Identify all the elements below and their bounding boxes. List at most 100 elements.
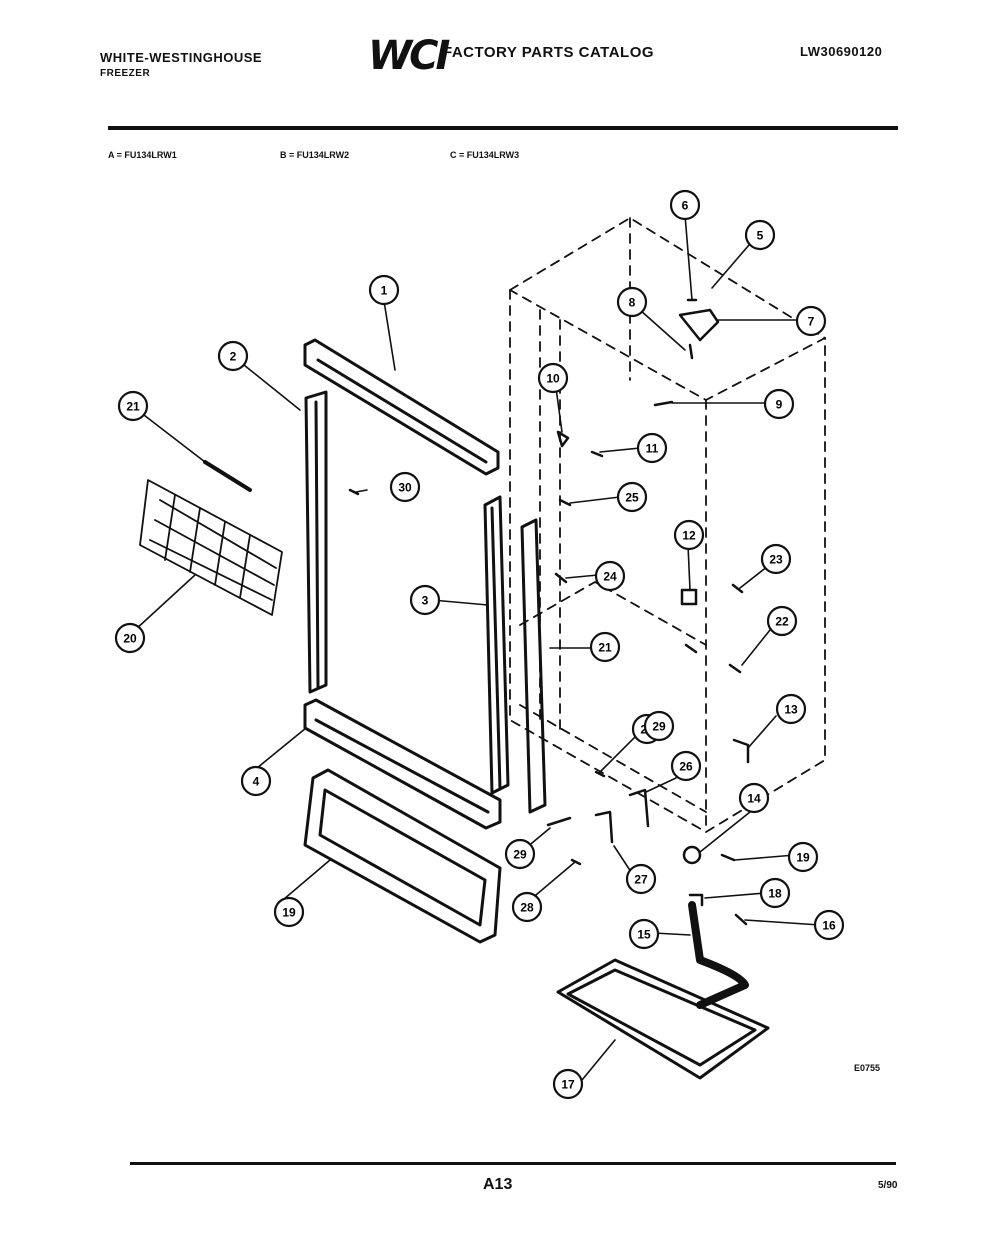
callout-label: 25 bbox=[625, 491, 639, 505]
callout-10: 10 bbox=[537, 362, 569, 394]
page-date: 5/90 bbox=[878, 1180, 898, 1191]
callout-label: 21 bbox=[126, 400, 140, 414]
callout-1: 1 bbox=[368, 274, 400, 306]
callout-22: 22 bbox=[766, 605, 798, 637]
callout-circle bbox=[763, 388, 795, 420]
callout-circle bbox=[511, 891, 543, 923]
callout-label: 12 bbox=[682, 529, 696, 543]
callout-label: 15 bbox=[637, 928, 651, 942]
leader-lines bbox=[134, 214, 821, 1081]
kick-plate bbox=[303, 768, 502, 944]
header-rule bbox=[108, 126, 898, 130]
callout-29: 29 bbox=[643, 710, 675, 742]
door-left-frame bbox=[304, 390, 328, 694]
callout-label: 29 bbox=[513, 848, 527, 862]
breaker-strip bbox=[520, 518, 547, 814]
callout-label: 18 bbox=[768, 887, 782, 901]
callout-circle bbox=[636, 432, 668, 464]
callout-label: 28 bbox=[520, 901, 534, 915]
door-top-frame bbox=[303, 338, 500, 476]
drain-pan bbox=[556, 958, 770, 1080]
callout-circle bbox=[368, 274, 400, 306]
callout-30: 30 bbox=[389, 471, 421, 503]
callout-23: 23 bbox=[760, 543, 792, 575]
model-b: B = FU134LRW2 bbox=[280, 150, 350, 160]
callout-11: 11 bbox=[636, 432, 668, 464]
callout-4: 4 bbox=[240, 765, 272, 797]
callout-15: 15 bbox=[628, 918, 660, 950]
callout-13: 13 bbox=[775, 693, 807, 725]
callout-label: 9 bbox=[776, 398, 783, 412]
callout-8: 8 bbox=[616, 286, 648, 318]
small-rod bbox=[203, 460, 252, 492]
callout-label: 19 bbox=[796, 851, 810, 865]
product-name: FREEZER bbox=[100, 68, 151, 79]
document-number: LW30690120 bbox=[800, 44, 883, 59]
callout-24: 24 bbox=[594, 560, 626, 592]
callout-label: 19 bbox=[282, 906, 296, 920]
callout-circle bbox=[795, 305, 827, 337]
callout-6: 6 bbox=[669, 189, 701, 221]
callout-circle bbox=[643, 710, 675, 742]
callout-circle bbox=[616, 481, 648, 513]
callout-label: 6 bbox=[682, 199, 689, 213]
wci-logo: WCI bbox=[368, 33, 450, 79]
callout-label: 10 bbox=[546, 372, 560, 386]
callout-label: 8 bbox=[629, 296, 636, 310]
callout-9: 9 bbox=[763, 388, 795, 420]
callout-label: 27 bbox=[634, 873, 648, 887]
callout-21: 21 bbox=[589, 631, 621, 663]
callout-label: 21 bbox=[598, 641, 612, 655]
callout-circle bbox=[273, 896, 305, 928]
door-bottom-frame bbox=[303, 698, 502, 830]
callout-label: 1 bbox=[381, 284, 388, 298]
callout-25: 25 bbox=[616, 481, 648, 513]
callout-circle bbox=[389, 471, 421, 503]
callout-circle bbox=[670, 750, 702, 782]
callout-19: 19 bbox=[787, 841, 819, 873]
catalog-title: FACTORY PARTS CATALOG bbox=[443, 44, 655, 61]
callout-14: 14 bbox=[738, 782, 770, 814]
callout-circle bbox=[628, 918, 660, 950]
callout-label: 13 bbox=[784, 703, 798, 717]
callout-label: 22 bbox=[775, 615, 789, 629]
callout-18: 18 bbox=[759, 877, 791, 909]
callout-label: 14 bbox=[747, 792, 761, 806]
callout-27: 27 bbox=[625, 863, 657, 895]
callout-label: 2 bbox=[230, 350, 237, 364]
callout-circle bbox=[616, 286, 648, 318]
door-gasket-right bbox=[483, 495, 510, 795]
hardware bbox=[348, 298, 750, 926]
callout-label: 24 bbox=[603, 570, 617, 584]
callout-circle bbox=[625, 863, 657, 895]
callout-circle bbox=[673, 519, 705, 551]
callout-7: 7 bbox=[795, 305, 827, 337]
callout-circle bbox=[760, 543, 792, 575]
callout-26: 26 bbox=[670, 750, 702, 782]
callout-circle bbox=[738, 782, 770, 814]
callout-circle bbox=[117, 390, 149, 422]
callout-3: 3 bbox=[409, 584, 441, 616]
callout-label: 17 bbox=[561, 1078, 575, 1092]
callout-label: 29 bbox=[652, 720, 666, 734]
callout-label: 3 bbox=[422, 594, 429, 608]
drain-tube bbox=[688, 901, 749, 1009]
callout-circle bbox=[759, 877, 791, 909]
callout-circle bbox=[589, 631, 621, 663]
callout-circle bbox=[813, 909, 845, 941]
model-a: A = FU134LRW1 bbox=[108, 150, 177, 160]
footer-rule bbox=[130, 1162, 896, 1165]
model-c: C = FU134LRW3 bbox=[450, 150, 520, 160]
callout-circle bbox=[787, 841, 819, 873]
callout-label: 4 bbox=[253, 775, 260, 789]
callout-label: 16 bbox=[822, 919, 836, 933]
callout-20: 20 bbox=[114, 622, 146, 654]
callout-label: 26 bbox=[679, 760, 693, 774]
figure-number: E0755 bbox=[854, 1063, 881, 1073]
callout-label: 20 bbox=[123, 632, 137, 646]
callout-29: 29 bbox=[504, 838, 536, 870]
callout-5: 5 bbox=[744, 219, 776, 251]
callout-circle bbox=[552, 1068, 584, 1100]
callout-19: 19 bbox=[273, 896, 305, 928]
callout-circle bbox=[594, 560, 626, 592]
